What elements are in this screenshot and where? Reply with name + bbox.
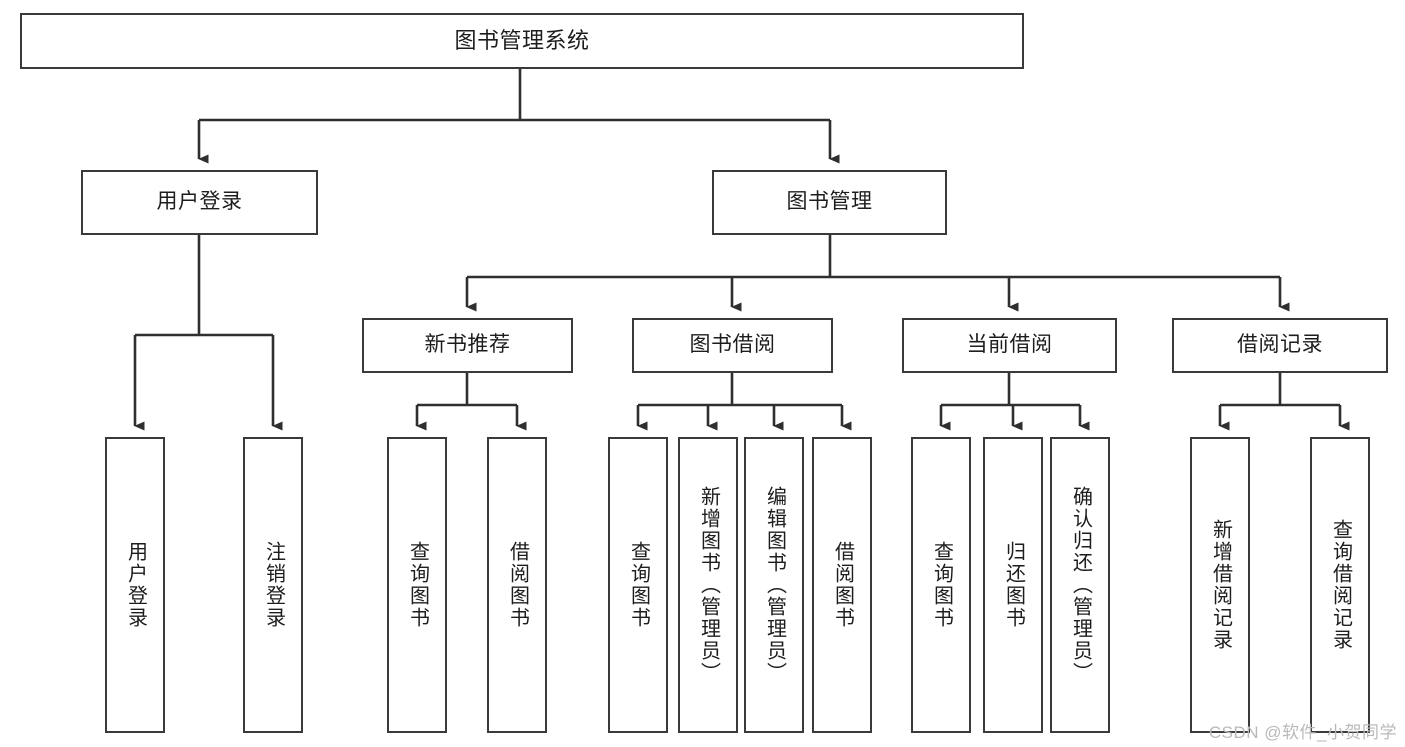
node-label: 查询图书 bbox=[627, 541, 650, 629]
node-label: 注销登录 bbox=[262, 541, 285, 629]
node-leaf-query-book-1[interactable]: 查询图书 bbox=[387, 437, 447, 733]
node-leaf-edit-book-admin[interactable]: 编辑图书（管理员） bbox=[744, 437, 804, 733]
node-label: 新增图书（管理员） bbox=[697, 486, 720, 684]
node-leaf-add-borrow-record[interactable]: 新增借阅记录 bbox=[1190, 437, 1250, 733]
node-label: 用户登录 bbox=[124, 541, 147, 629]
node-user-login[interactable]: 用户登录 bbox=[81, 170, 318, 235]
node-label: 借阅图书 bbox=[506, 541, 529, 629]
node-leaf-confirm-return-admin[interactable]: 确认归还（管理员） bbox=[1050, 437, 1110, 733]
node-label: 用户登录 bbox=[156, 190, 243, 214]
node-leaf-user-login[interactable]: 用户登录 bbox=[105, 437, 165, 733]
node-label: 借阅图书 bbox=[831, 541, 854, 629]
node-label: 查询图书 bbox=[406, 541, 429, 629]
node-new-book-recommend[interactable]: 新书推荐 bbox=[362, 318, 573, 373]
node-leaf-user-logout[interactable]: 注销登录 bbox=[243, 437, 303, 733]
node-label: 查询图书 bbox=[930, 541, 953, 629]
node-leaf-query-book-3[interactable]: 查询图书 bbox=[911, 437, 971, 733]
node-label: 确认归还（管理员） bbox=[1069, 486, 1092, 684]
node-label: 图书借阅 bbox=[689, 333, 776, 357]
node-leaf-add-book-admin[interactable]: 新增图书（管理员） bbox=[678, 437, 738, 733]
node-leaf-query-borrow-record[interactable]: 查询借阅记录 bbox=[1310, 437, 1370, 733]
node-book-borrow[interactable]: 图书借阅 bbox=[632, 318, 833, 373]
node-label: 编辑图书（管理员） bbox=[763, 486, 786, 684]
node-book-manage[interactable]: 图书管理 bbox=[712, 170, 947, 235]
node-label: 图书管理 bbox=[786, 190, 873, 214]
node-leaf-query-book-2[interactable]: 查询图书 bbox=[608, 437, 668, 733]
node-label: 新增借阅记录 bbox=[1209, 519, 1232, 651]
node-leaf-return-book[interactable]: 归还图书 bbox=[983, 437, 1043, 733]
node-leaf-borrow-book-2[interactable]: 借阅图书 bbox=[812, 437, 872, 733]
node-label: 图书管理系统 bbox=[454, 28, 590, 54]
node-borrow-record[interactable]: 借阅记录 bbox=[1172, 318, 1388, 373]
node-label: 归还图书 bbox=[1002, 541, 1025, 629]
node-label: 当前借阅 bbox=[966, 333, 1053, 357]
node-root-system[interactable]: 图书管理系统 bbox=[20, 13, 1024, 69]
node-label: 查询借阅记录 bbox=[1329, 519, 1352, 651]
node-leaf-borrow-book-1[interactable]: 借阅图书 bbox=[487, 437, 547, 733]
node-label: 借阅记录 bbox=[1237, 333, 1323, 357]
node-current-borrow[interactable]: 当前借阅 bbox=[902, 318, 1117, 373]
node-label: 新书推荐 bbox=[424, 333, 511, 357]
